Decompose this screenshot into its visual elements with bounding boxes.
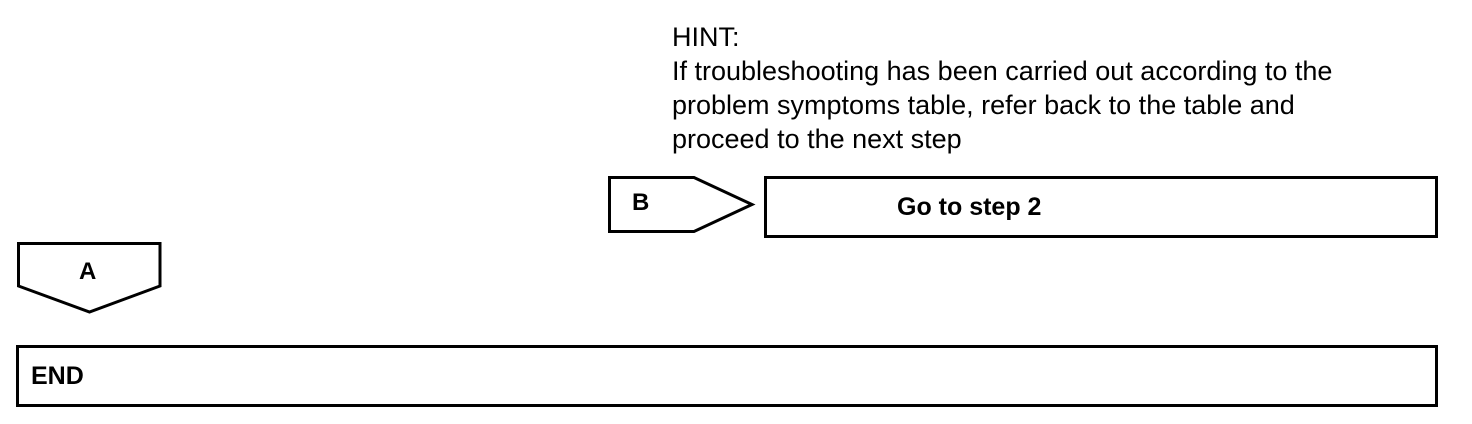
branch-a-label: A (79, 258, 97, 285)
end-box[interactable]: END (16, 345, 1438, 407)
branch-b-arrow[interactable]: B (608, 176, 758, 236)
hint-title: HINT: (672, 22, 740, 52)
go-to-step-label: Go to step 2 (897, 193, 1042, 221)
end-label: END (31, 362, 84, 390)
hint-line-2: problem symptoms table, refer back to th… (672, 90, 1295, 120)
go-to-step-box[interactable]: Go to step 2 (764, 176, 1438, 238)
branch-b-label: B (632, 189, 650, 216)
right-arrow-tag-icon (608, 176, 756, 233)
hint-block: HINT: If troubleshooting has been carrie… (672, 20, 1452, 156)
down-arrow-tag-icon (17, 242, 162, 314)
branch-a-arrow[interactable]: A (17, 242, 163, 316)
hint-line-3: proceed to the next step (672, 124, 962, 154)
hint-line-1: If troubleshooting has been carried out … (672, 56, 1333, 86)
